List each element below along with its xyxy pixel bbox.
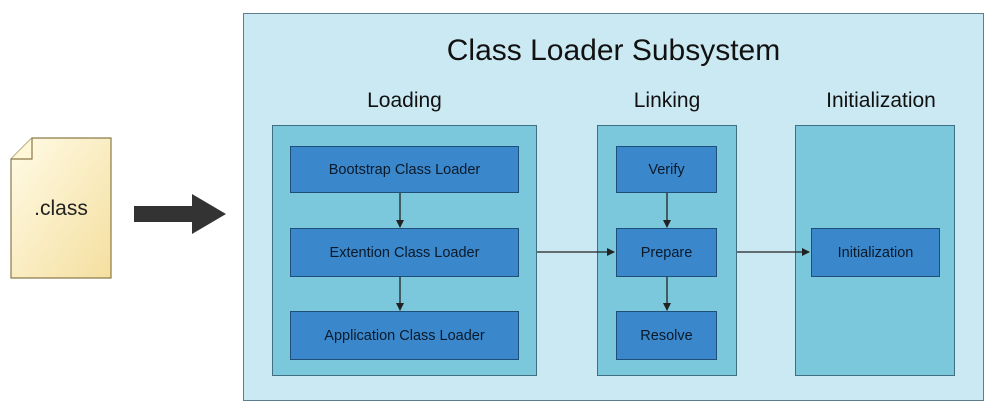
linking-stage-title: Linking	[633, 89, 701, 112]
initialization-box: Initialization	[811, 228, 940, 277]
class-file-label: .class	[34, 197, 88, 220]
resolve-box: Resolve	[616, 311, 717, 360]
verify-box: Verify	[616, 146, 717, 193]
prepare-box: Prepare	[616, 228, 717, 277]
subsystem-title: Class Loader Subsystem	[446, 34, 781, 67]
initialization-stage-title: Initialization	[826, 89, 936, 112]
bootstrap-class-loader-box: Bootstrap Class Loader	[290, 146, 519, 193]
extension-class-loader-box: Extention Class Loader	[290, 228, 519, 277]
big-right-arrow-icon	[134, 194, 226, 234]
application-class-loader-box: Application Class Loader	[290, 311, 519, 360]
loading-stage-title: Loading	[367, 89, 442, 112]
class-file-icon	[10, 137, 112, 279]
